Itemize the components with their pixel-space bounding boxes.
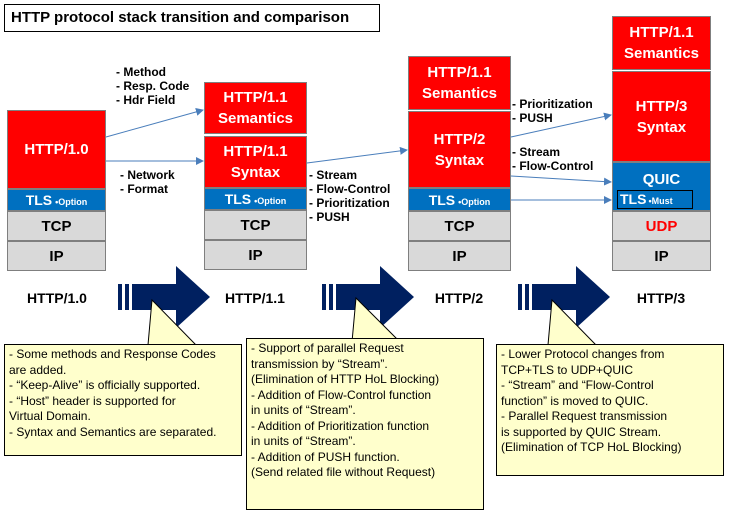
http11-tls-layer: TLS•Option: [204, 188, 307, 210]
http10-tcp-layer: TCP: [7, 211, 106, 241]
transition-arrow-1: [118, 266, 210, 328]
note-http2-changes: - Support of parallel Request transmissi…: [246, 338, 484, 510]
http10-tls-layer: TLS•Option: [7, 189, 106, 211]
arrow-quic: [510, 175, 612, 186]
note-http3-changes: - Lower Protocol changes from TCP+TLS to…: [496, 344, 724, 476]
transition-arrow-2: [322, 266, 414, 328]
note-http11-changes: - Some methods and Response Codes are ad…: [4, 344, 242, 456]
transition-arrow-3: [518, 266, 610, 328]
arrow-semantics-1: [105, 108, 204, 138]
label-http3-syntax-features: - Prioritization - PUSH: [512, 97, 593, 125]
http3-quic-layer: QUIC TLS•Must: [612, 162, 711, 211]
arrow-syntax-3: [510, 112, 612, 138]
http2-tls-layer: TLS•Option: [408, 188, 511, 211]
arrow-syntax-2: [306, 146, 408, 164]
caption-http10: HTTP/1.0: [27, 290, 87, 306]
http2-ip-layer: IP: [408, 241, 511, 271]
http11-ip-layer: IP: [204, 240, 307, 270]
caption-http2: HTTP/2: [434, 290, 484, 306]
http3-tls-layer: TLS•Must: [613, 190, 693, 209]
label-syntax-items: - Network - Format: [120, 168, 175, 196]
http11-tcp-layer: TCP: [204, 210, 307, 240]
http2-tcp-layer: TCP: [408, 211, 511, 241]
diagram-title: HTTP protocol stack transition and compa…: [4, 4, 380, 32]
caption-http3: HTTP/3: [636, 290, 686, 306]
caption-http11: HTTP/1.1: [225, 290, 285, 306]
http3-udp-layer: UDP: [612, 211, 711, 241]
label-semantics-items: - Method - Resp. Code - Hdr Field: [116, 65, 190, 107]
http3-ip-layer: IP: [612, 241, 711, 271]
http10-app-layer: HTTP/1.0: [7, 110, 106, 189]
label-http2-features: - Stream - Flow-Control - Prioritization…: [309, 168, 391, 224]
http10-ip-layer: IP: [7, 241, 106, 271]
label-quic-features: - Stream - Flow-Control: [512, 145, 594, 173]
